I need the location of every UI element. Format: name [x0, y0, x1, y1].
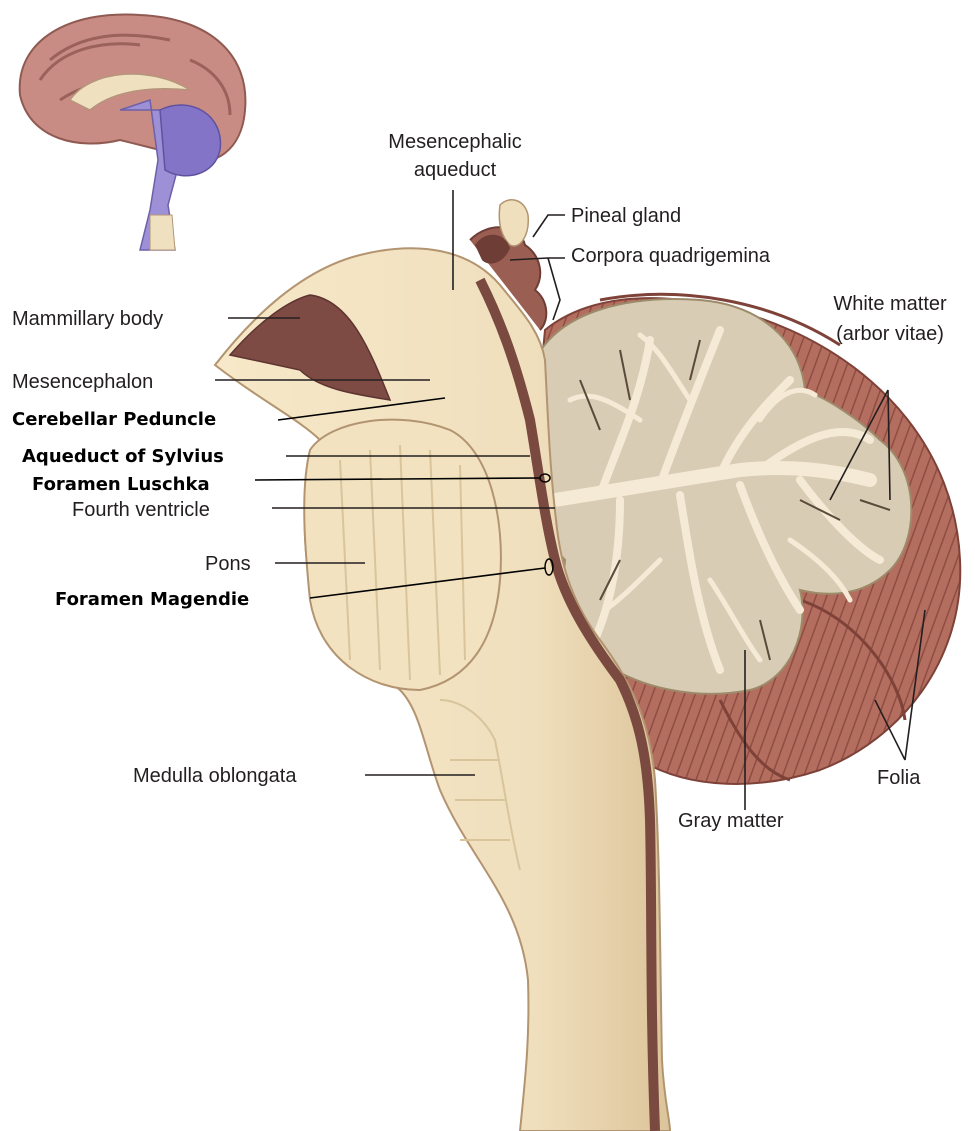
- label-pons: Pons: [205, 553, 251, 575]
- label-fourth-ventricle: Fourth ventricle: [72, 499, 210, 521]
- label-mesencephalic-aqueduct-line1: Mesencephalic: [388, 131, 521, 153]
- leader-pineal-gland: [533, 215, 565, 237]
- label-white-matter-line2: (arbor vitae): [836, 323, 944, 345]
- label-cerebellar-peduncle: Cerebellar Peduncle: [12, 409, 216, 430]
- label-folia: Folia: [877, 767, 921, 789]
- inset-brain: [20, 14, 246, 250]
- label-foramen-luschka: Foramen Luschka: [32, 474, 210, 495]
- label-mesencephalon: Mesencephalon: [12, 371, 153, 393]
- label-pineal-gland: Pineal gland: [571, 205, 681, 227]
- label-foramen-magendie: Foramen Magendie: [55, 589, 249, 610]
- label-gray-matter: Gray matter: [678, 810, 784, 832]
- label-white-matter-line1: White matter: [833, 293, 947, 315]
- label-medulla-oblongata: Medulla oblongata: [133, 765, 297, 787]
- label-corpora-quadrigemina: Corpora quadrigemina: [571, 245, 771, 267]
- label-aqueduct-of-sylvius: Aqueduct of Sylvius: [22, 446, 224, 467]
- label-mammillary-body: Mammillary body: [12, 308, 163, 330]
- label-mesencephalic-aqueduct-line2: aqueduct: [414, 159, 497, 181]
